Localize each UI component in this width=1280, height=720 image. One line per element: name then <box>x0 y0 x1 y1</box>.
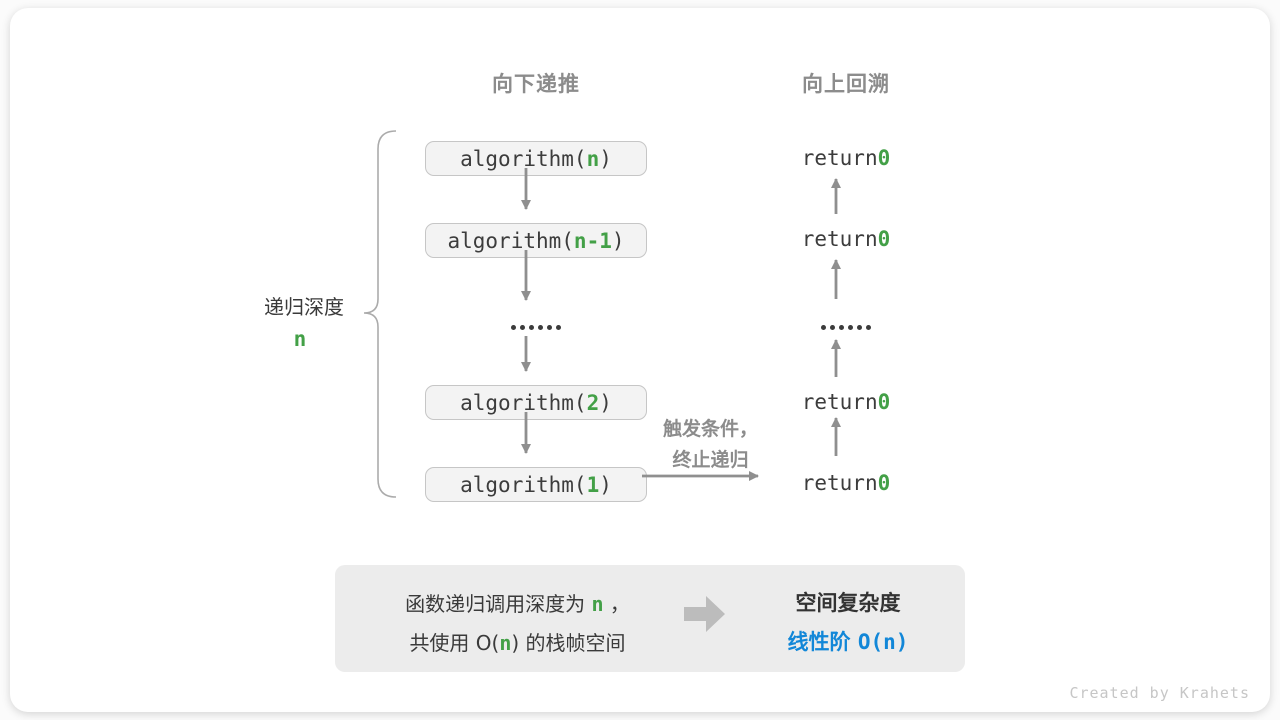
call-box-n: algorithm(n) <box>425 141 647 176</box>
ellipsis-dots-left <box>511 325 561 330</box>
return-label-4: return 0 <box>765 470 927 496</box>
space-complexity-title: 空间复杂度 <box>795 591 901 615</box>
header-recurse-down: 向下递推 <box>492 72 580 96</box>
recursion-depth-value: n <box>293 327 307 351</box>
header-backtrack-up: 向上回溯 <box>802 72 890 96</box>
call-box-1: algorithm(1) <box>425 467 647 502</box>
return-text: return <box>801 146 878 170</box>
call-box-2: algorithm(2) <box>425 385 647 420</box>
call-box-text: algorithm( <box>447 228 574 253</box>
return-label-2: return 0 <box>765 226 927 252</box>
summary-panel <box>335 565 965 672</box>
return-label-1: return 0 <box>765 145 927 171</box>
return-value: 0 <box>877 471 891 495</box>
return-text: return <box>801 227 878 251</box>
summary-left-line1: 函数递归调用深度为 n ， <box>350 585 685 624</box>
summary-left-text: 函数递归调用深度为 n ， 共使用 O(n) 的栈帧空间 <box>350 585 685 663</box>
return-text: return <box>801 471 878 495</box>
return-value: 0 <box>877 227 891 251</box>
summary-text: 函数递归调用深度为 <box>405 592 592 616</box>
trigger-note-line2: 终止递归 <box>672 449 749 471</box>
summary-left-line2: 共使用 O(n) 的栈帧空间 <box>350 624 685 663</box>
return-value: 0 <box>877 390 891 414</box>
space-complexity-value: 线性阶 O(n) <box>738 626 958 656</box>
call-box-arg: 1 <box>586 472 600 497</box>
call-box-text: algorithm( <box>460 472 587 497</box>
call-box-arg: 2 <box>586 390 600 415</box>
ellipsis-dots-right <box>821 325 871 330</box>
call-box-text: ) <box>599 146 612 171</box>
diagram-card: 向下递推 向上回溯 递归深度 n algorithm(n) algorithm(… <box>10 8 1270 712</box>
space-complexity-order: 线性阶 <box>787 630 858 654</box>
return-value: 0 <box>877 146 891 170</box>
summary-text: ， <box>603 592 630 616</box>
summary-n: n <box>591 592 604 616</box>
summary-text: ) 的栈帧空间 <box>511 631 626 655</box>
summary-n: n <box>499 631 512 655</box>
call-box-n-1: algorithm(n-1) <box>425 223 647 258</box>
space-complexity-bigo: O(n) <box>857 630 909 654</box>
return-label-3: return 0 <box>765 389 927 415</box>
call-box-text: ) <box>599 390 612 415</box>
credit-text: Created by Krahets <box>1069 684 1250 702</box>
call-box-text: algorithm( <box>460 390 587 415</box>
call-box-text: ) <box>611 228 625 253</box>
summary-text: 共使用 O( <box>409 631 500 655</box>
call-box-arg: n-1 <box>573 228 612 253</box>
return-text: return <box>801 390 878 414</box>
call-box-text: ) <box>599 472 612 497</box>
trigger-note-line1: 触发条件， <box>662 418 758 440</box>
recursion-depth-label: 递归深度 <box>264 295 344 319</box>
trigger-note: 触发条件， 终止递归 <box>648 414 773 476</box>
call-box-arg: n <box>586 146 600 171</box>
call-box-text: algorithm( <box>460 146 587 171</box>
